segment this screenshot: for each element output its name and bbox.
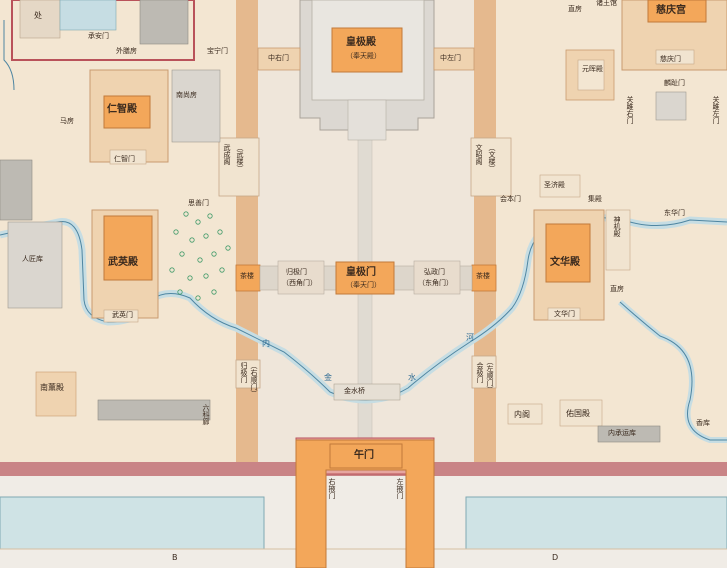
label-liu-ke-lang: 六科廊 [202,404,210,425]
label-renzhi-men: 仁智门 [114,155,135,163]
label-zhong-zuo-men: 中左门 [440,54,461,62]
label-si-shan-men: 思善门 [188,199,209,207]
trees [169,211,231,301]
tree-mark [173,229,179,235]
huangji-men [335,261,395,295]
label-nan-xun-dian: 南薰殿 [40,383,64,392]
tree-mark [203,273,209,279]
label-river-nei: 内 [262,339,270,348]
label-hong-zheng-men: 弘政门 [424,268,445,276]
label-zhong-you-men: 中右门 [268,54,289,62]
label-zhi-fang: 直房 [568,5,582,13]
tree-mark [183,211,189,217]
label-wuying-dian: 武英殿 [108,257,138,268]
label-huangji-men: 皇极门 [346,267,376,278]
label-you-ye-men: 右掖门 [328,478,336,499]
label-ma-fang: 马房 [60,117,74,125]
label-guan-chang-you-men: 关雎右门 [626,96,634,124]
label-lin-zhi-men: 麟趾门 [664,79,685,87]
tree-mark [179,251,185,257]
label-wenhua-dian: 文华殿 [550,257,580,268]
label-wen-zhao-ge: 文昭阁 [475,144,483,165]
label-ren-jiang-ku: 人匠库 [22,255,43,263]
tree-mark [189,237,195,243]
label-gui-ji-men-sub: （西角门） [282,279,317,287]
west-gallery [236,0,258,462]
label-chu: 处 [34,11,42,20]
tree-mark [203,233,209,239]
label-sheng-ji-dian: 圣济殿 [544,181,565,189]
tree-mark [195,219,201,225]
label-hui-ji-men: 会极门 [476,362,484,383]
tree-mark [211,289,217,295]
tree-mark [219,267,225,273]
tree-mark [211,251,217,257]
label-huangji-men-sub: （奉天门） [346,281,381,289]
tree-mark [217,229,223,235]
label-bao-ning-men: 宝宁门 [207,47,228,55]
label-jinshui-qiao: 金水桥 [344,387,365,395]
east-gallery [474,0,496,462]
label-top-right-small: 诸王馆 [596,0,617,7]
label-renzhi-dian: 仁智殿 [107,104,137,115]
label-wen-lou: （文楼） [488,144,496,172]
label-river-jin: 金 [324,373,332,382]
label-nei-ge: 内阁 [514,410,530,419]
tree-mark [197,257,203,263]
grid-letter-d: D [552,553,559,562]
label-gui-ji-men: 归极门 [286,268,307,276]
label-ciqing-men: 慈庆门 [660,55,681,63]
label-xiang-ku: 香库 [696,419,710,427]
tree-mark [195,295,201,301]
label-river-shui: 水 [408,373,416,382]
label-guan-chang-zuo-men: 关雎左门 [712,96,720,124]
label-wuying-men: 武英门 [112,311,133,319]
label-wai-geng-fang: 外膳房 [116,47,137,55]
label-zhi-fang-2: 直房 [610,285,624,293]
label-nei-cheng-yun-ku: 内承运库 [608,429,636,437]
tree-mark [177,289,183,295]
tree-mark [207,213,213,219]
tree-mark [225,245,231,251]
wuying-dian [103,215,153,281]
label-gao-guo-dian: 佑国殿 [566,409,590,418]
label-wu-cheng-ge: 武成阁 [223,144,231,165]
label-wenhua-men: 文华门 [554,310,575,318]
label-zuo-shun-men: （左顺门） [486,358,494,393]
tree-mark [169,267,175,273]
label-hong-zheng-men-sub: （东角门） [418,279,453,287]
huangji-dian [331,27,403,73]
east-moat [465,496,727,550]
label-hui-ben-men: 会本门 [500,195,521,203]
tree-mark [187,275,193,281]
label-wu-lou: （武楼） [236,144,244,172]
label-wu-men: 午门 [354,450,374,461]
label-gui-ji-men-west: 归极门 [240,362,248,383]
label-ciqing-gong: 慈庆宫 [656,5,686,16]
label-chaji-lou-e: 茶楼 [476,272,490,280]
wenhua-dian [545,223,591,283]
label-nan-shang-fang: 南尚房 [176,91,197,99]
label-shen-ji-dian: 神机殿 [613,216,621,237]
label-zuo-ye-men: 左掖门 [396,478,404,499]
label-you-shun-men: （右顺门） [250,362,258,397]
label-cheng-an-men: 承安门 [88,32,109,40]
renzhi-dian [103,95,151,129]
label-huangji-dian: 皇极殿 [346,37,376,48]
label-ji-dian: 集殿 [588,195,602,203]
label-yuan-hui-dian: 元晖殿 [582,65,603,73]
label-river-he: 河 [466,333,474,342]
label-huangji-dian-sub: （奉天殿） [346,52,381,60]
west-moat [0,496,265,550]
west-compound-top [11,0,195,61]
label-chaji-lou-w: 茶楼 [240,272,254,280]
label-dong-hua-men: 东华门 [664,209,685,217]
grid-letter-b: B [172,553,178,562]
ciqing-gong [647,0,707,23]
